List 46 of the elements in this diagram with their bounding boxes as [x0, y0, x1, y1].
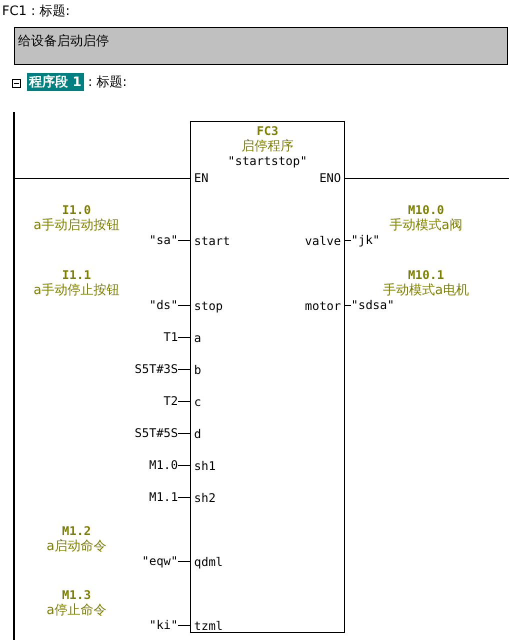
segment-tag: 程序段 1 [27, 73, 84, 91]
comment-text: a手动启动按钮 [32, 218, 120, 233]
operand-text: T1 [162, 330, 178, 344]
pin-name: d [194, 427, 202, 441]
pin-name: stop [194, 299, 223, 313]
operand-text: "eqw" [140, 554, 178, 568]
operand-text: S5T#5S [134, 426, 178, 440]
pin-name: motor [304, 299, 341, 313]
operand-text: "jk" [351, 233, 381, 247]
pin-name: tzml [194, 619, 223, 633]
operand-text: "ki" [148, 618, 178, 632]
address-text: M10.1 [406, 268, 446, 283]
comment-text: a手动停止按钮 [32, 283, 120, 298]
block-symbol: "startstop" [226, 154, 308, 168]
pin-name: valve [304, 234, 341, 248]
operand-text: S5T#3S [134, 362, 178, 376]
operand-text: "sa" [148, 233, 178, 247]
pin-name: start [194, 234, 230, 248]
function-block [190, 121, 345, 633]
pin-name: ENO [319, 171, 341, 185]
comment-text: 手动模式a电机 [382, 283, 470, 298]
pin-name: qdml [194, 555, 223, 569]
operand-text: "ds" [148, 298, 178, 312]
address-text: M1.3 [61, 588, 92, 603]
segment-title: : 标题: [88, 74, 127, 91]
operand-text: M1.1 [148, 490, 178, 504]
pin-name: b [194, 363, 202, 377]
block-comment: 启停程序 [240, 139, 294, 154]
pin-name: c [194, 395, 202, 409]
pin-name: a [194, 331, 202, 345]
address-text: I1.0 [61, 203, 92, 218]
comment-text: a停止命令 [46, 603, 108, 618]
address-text: I1.1 [61, 268, 92, 283]
comment-text: a启动命令 [46, 539, 108, 554]
operand-text: "sdsa" [351, 298, 396, 312]
pin-name: sh2 [194, 491, 216, 505]
comment-text: 手动模式a阀 [388, 218, 464, 233]
operand-text: T2 [162, 394, 178, 408]
address-text: M10.0 [406, 203, 446, 218]
block-number: FC3 [256, 124, 280, 139]
address-text: M1.2 [61, 524, 92, 539]
pin-name: sh1 [194, 459, 216, 473]
operand-text: M1.0 [148, 458, 178, 472]
pin-name: EN [194, 171, 208, 185]
title-text: FC1 : 标题: [2, 3, 70, 20]
comment-box: 给设备启动启停 [14, 27, 508, 65]
